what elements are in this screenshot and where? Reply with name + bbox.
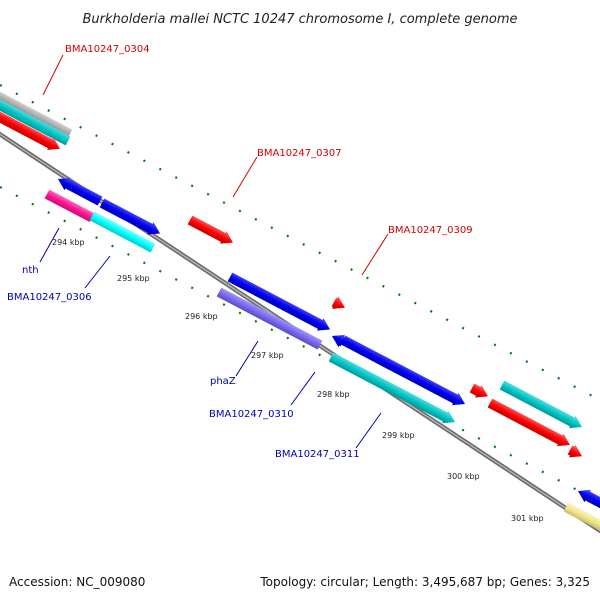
gene-magenta-0306 (44, 189, 96, 224)
gene-blue-0310 (340, 335, 465, 406)
gene-cyan-right (499, 380, 583, 429)
gene-blue-far (578, 489, 600, 513)
tick-label-1: 294 kbp (52, 238, 85, 247)
label-phaz: phaZ (210, 376, 236, 387)
gene-red-top-left (0, 107, 61, 150)
tick-label-2: 295 kbp (117, 274, 150, 283)
label-leader-lines (39, 54, 389, 449)
tick-label-5: 298 kbp (317, 390, 350, 399)
leader-nth (39, 227, 60, 263)
leader-0311 (355, 412, 382, 449)
gene-red-right-b (487, 398, 571, 447)
label-bma10247-0311: BMA10247_0311 (275, 449, 360, 460)
gene-features (0, 87, 600, 537)
gene-blue-nth (58, 177, 103, 206)
label-bma10247-0307: BMA10247_0307 (257, 148, 342, 159)
tick-label-8: 301 kbp (511, 514, 544, 523)
tick-label-7: 300 kbp (447, 472, 480, 481)
tick-label-6: 299 kbp (382, 431, 415, 440)
topology-summary-text: Topology: circular; Length: 3,495,687 bp… (259, 575, 590, 589)
leader-phaz (235, 340, 259, 377)
label-bma10247-0309: BMA10247_0309 (388, 225, 473, 236)
leader-0306 (84, 255, 111, 289)
gene-cyan-top (0, 95, 72, 148)
gene-blue-small (332, 334, 346, 348)
label-bma10247-0310: BMA10247_0310 (209, 409, 294, 420)
gene-red-small (331, 296, 346, 309)
leader-0307 (232, 156, 258, 198)
gene-blue-0306 (99, 198, 161, 235)
ruler-tick-labels: 294 kbp 295 kbp 296 kbp 297 kbp 298 kbp 299 k… (52, 238, 544, 523)
gene-red-right-c (567, 444, 582, 458)
gene-red-right-a (469, 383, 489, 398)
label-bma10247-0304: BMA10247_0304 (65, 44, 150, 55)
gene-khaki-far (563, 502, 600, 537)
label-nth: nth (22, 265, 39, 276)
leader-0310 (290, 371, 316, 406)
accession-text: Accession: NC_009080 (9, 575, 145, 589)
leader-0309 (361, 233, 389, 276)
gene-labels: BMA10247_0304BMA10247_0307BMA10247_0309n… (7, 44, 473, 460)
gene-cyan-0306 (89, 211, 157, 255)
gene-teal-0311 (328, 352, 455, 424)
leader-0304 (42, 54, 64, 96)
gene-red-0307 (187, 215, 233, 244)
map-title: Burkholderia mallei NCTC 10247 chromosom… (82, 12, 517, 27)
gene-blue-phaz (227, 272, 331, 331)
label-bma10247-0306: BMA10247_0306 (7, 292, 92, 303)
dotted-line-1 (0, 84, 600, 401)
gene-slate-phaz (216, 287, 324, 352)
tick-label-3: 296 kbp (185, 312, 218, 321)
tick-label-4: 297 kbp (251, 351, 284, 360)
